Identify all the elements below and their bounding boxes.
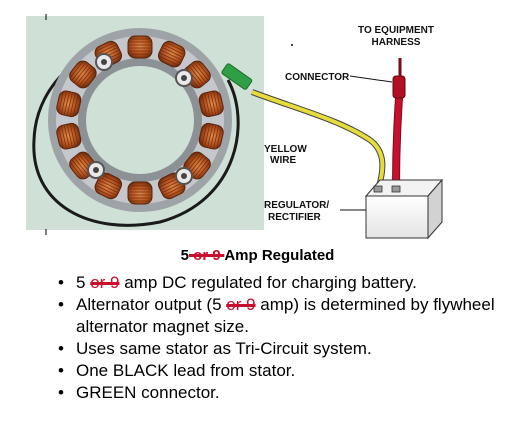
green-connector: [221, 63, 253, 90]
list-item: 5 or 9 amp DC regulated for charging bat…: [56, 272, 506, 294]
mounting-holes: [87, 53, 193, 185]
caption-pre: 5: [180, 247, 190, 264]
red-wire-connector: [392, 75, 406, 99]
copper-coil: [127, 181, 153, 205]
copper-coil: [157, 40, 186, 68]
copper-coil: [69, 60, 97, 89]
caption-struck: or 9: [189, 247, 225, 264]
connector-leader: [349, 75, 393, 83]
label-regulator: REGULATOR/: [264, 200, 329, 211]
list-item: Alternator output (5 or 9 amp) is determ…: [56, 294, 506, 338]
yellow-wire-core: [251, 90, 385, 191]
copper-coil: [56, 122, 82, 150]
caption-post: Amp Regulated: [224, 247, 335, 264]
copper-coil: [94, 172, 123, 200]
label-harness: HARNESS: [372, 37, 421, 48]
copper-coil: [198, 122, 224, 150]
copper-coil: [127, 35, 153, 59]
copper-coil: [157, 172, 186, 200]
list-item: Uses same stator as Tri-Circuit system.: [56, 338, 506, 360]
yellow-wire: [250, 89, 386, 191]
list-item: GREEN connector.: [56, 382, 506, 404]
stator-regulator-diagram: TO EQUIPMENT HARNESS CONNECTOR YELLOW WI…: [26, 14, 444, 240]
label-to-equipment: TO EQUIPMENT: [358, 25, 434, 36]
feature-list: 5 or 9 amp DC regulated for charging bat…: [56, 272, 506, 404]
stray-dot: [291, 44, 293, 46]
label-connector: CONNECTOR: [285, 72, 350, 83]
list-item: One BLACK lead from stator.: [56, 360, 506, 382]
copper-coil: [198, 90, 224, 118]
label-rectifier: RECTIFIER: [268, 212, 322, 223]
regulator-rectifier: [364, 178, 444, 240]
label-wire: WIRE: [270, 155, 296, 166]
copper-coil: [56, 90, 82, 118]
label-yellow: YELLOW: [264, 144, 307, 155]
diagram-caption: 5 or 9 Amp Regulated: [0, 247, 515, 264]
